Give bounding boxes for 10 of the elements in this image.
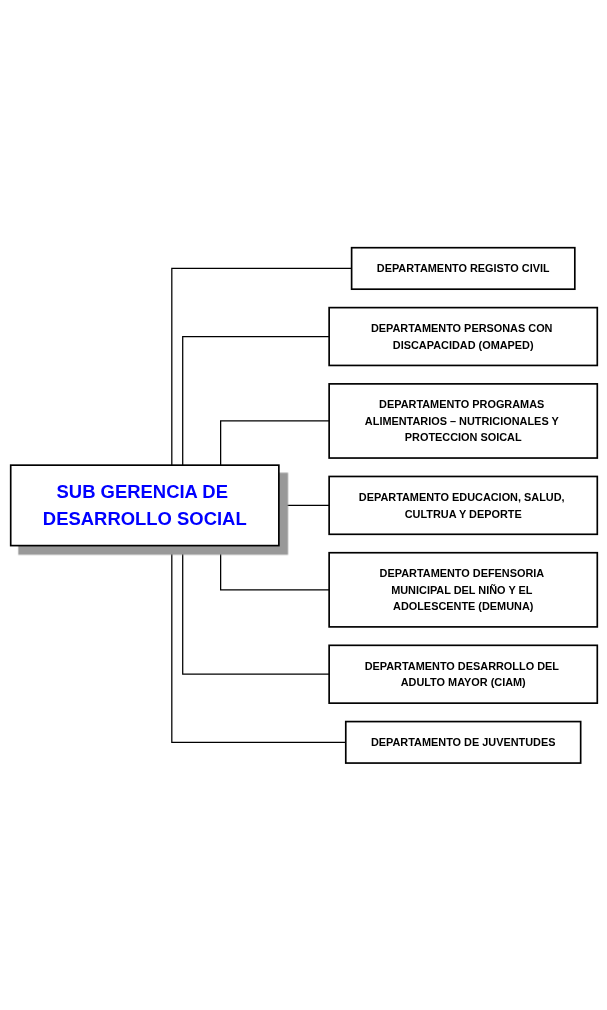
connector — [170, 267, 352, 466]
node-box: DEPARTAMENTO DESARROLLO DEL ADULTO MAYOR (CIAM) — [327, 644, 598, 704]
connector — [170, 544, 346, 743]
node-box: DEPARTAMENTO EDUCACION, SALUD, CULTRUA Y DEPORTE — [327, 475, 598, 535]
node-box: DEPARTAMENTO DEFENSORIA MUNICIPAL DEL NIÑO Y EL ADOLESCENTE (DEMUNA) — [327, 551, 598, 628]
node-box: SUB GERENCIA DE DESARROLLO SOCIAL — [9, 463, 280, 547]
node-box: DEPARTAMENTO PERSONAS CON DISCAPACIDAD (OMAPED) — [327, 306, 598, 366]
node-box: DEPARTAMENTO DE JUVENTUDES — [344, 720, 581, 764]
node-box: DEPARTAMENTO REGISTO CIVIL — [350, 246, 576, 290]
node-box: DEPARTAMENTO PROGRAMAS ALIMENTARIOS – NUTRICIONALES Y PROTECCION SOICAL — [327, 382, 598, 459]
